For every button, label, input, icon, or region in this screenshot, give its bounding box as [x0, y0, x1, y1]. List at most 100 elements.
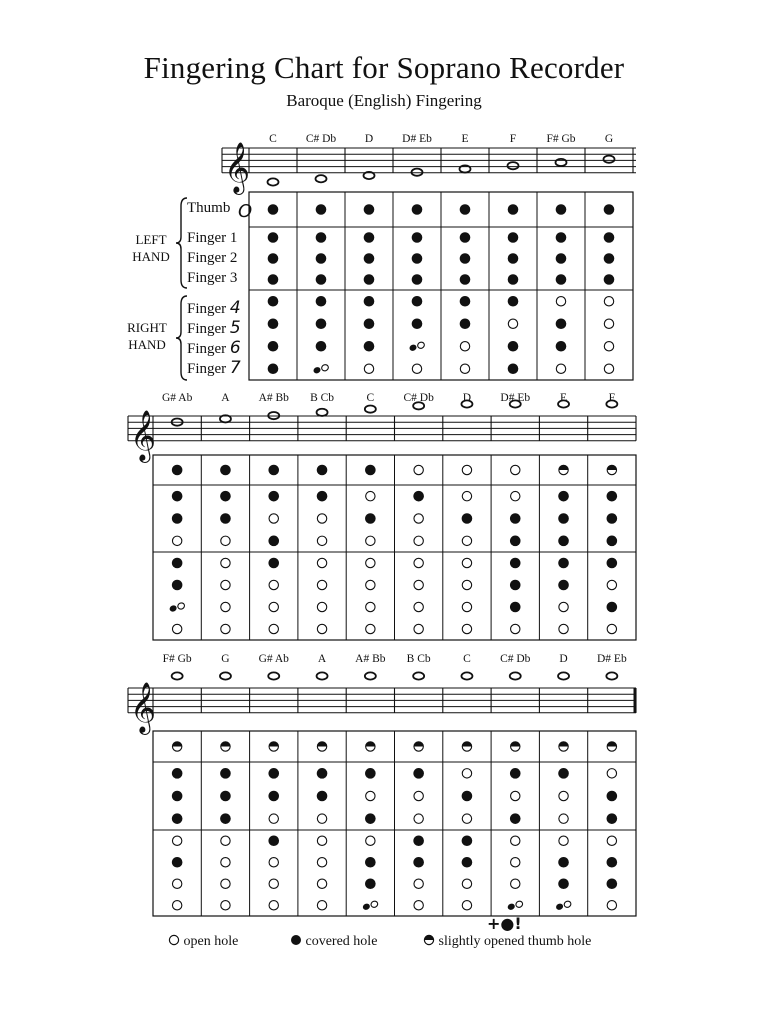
- hole-5-open: [461, 579, 473, 591]
- hole-1-covered: [268, 768, 280, 779]
- hole-2-covered: [315, 253, 327, 264]
- whole-note: [460, 671, 474, 681]
- hole-0-open: [413, 464, 424, 476]
- hole-0-covered: [507, 204, 519, 215]
- staff: 𝄞: [221, 142, 636, 195]
- hole-7-open: [411, 363, 423, 374]
- hole-6-open: [268, 601, 279, 613]
- hole-5-open: [316, 856, 328, 868]
- whole-note: [508, 671, 522, 681]
- hole-6-open: [509, 878, 521, 889]
- whole-note: [602, 154, 616, 164]
- whole-note: [219, 414, 232, 424]
- hole-4-covered: [411, 295, 423, 307]
- note-name-label: D: [463, 392, 471, 404]
- hole-1-covered: [558, 768, 569, 779]
- fingering-column: [413, 464, 424, 635]
- hole-1-covered: [268, 490, 280, 502]
- hole-5-open: [268, 856, 279, 868]
- hole-4-covered: [267, 295, 279, 307]
- hole-0-half: [606, 741, 618, 752]
- hole-3-open: [365, 535, 376, 547]
- whole-note: [363, 671, 377, 681]
- hole-5-open: [603, 318, 615, 329]
- hole-7-open: [558, 623, 569, 635]
- hole-2-covered: [171, 790, 183, 802]
- hole-1-covered: [316, 490, 328, 502]
- fingering-column: [363, 204, 375, 374]
- hole-3-covered: [603, 274, 615, 285]
- hole-1-open: [509, 490, 521, 502]
- hole-6-open: [220, 601, 231, 613]
- hole-0-covered: [603, 204, 615, 215]
- hole-3-covered: [365, 813, 376, 824]
- whole-note: [266, 177, 280, 187]
- hole-7-open: [509, 623, 521, 635]
- whole-note: [267, 671, 281, 681]
- hole-0-half: [413, 741, 424, 752]
- hole-1-covered: [220, 768, 231, 779]
- hole-6-open: [461, 601, 473, 613]
- fingering-column: [507, 741, 524, 910]
- hole-4-covered: [363, 295, 375, 307]
- hole-5-open: [316, 579, 328, 591]
- hole-4-open: [603, 295, 615, 307]
- half-hole-icon: [423, 934, 435, 946]
- hole-2-covered: [461, 513, 473, 524]
- hole-4-covered: [268, 835, 280, 847]
- hand-braces: O: [175, 197, 252, 381]
- hole-1-covered: [459, 232, 471, 243]
- hole-3-open: [461, 813, 473, 824]
- note-name-label: F: [609, 392, 615, 404]
- hole-4-covered: [315, 295, 327, 307]
- note-name-label: C: [463, 653, 471, 665]
- hole-1-open: [606, 768, 618, 779]
- hole-3-covered: [606, 535, 618, 547]
- hole-0-covered: [411, 204, 423, 215]
- hole-0-half: [606, 464, 618, 476]
- note-name-label: C: [367, 392, 375, 404]
- hole-3-covered: [363, 274, 375, 285]
- hole-7-double-hole: [507, 900, 524, 910]
- hole-0-covered: [459, 204, 471, 215]
- fingering-column: [558, 464, 569, 635]
- hole-2-covered: [507, 253, 519, 264]
- hole-4-covered: [413, 835, 424, 847]
- hole-7-open: [220, 623, 231, 635]
- page-subtitle: Baroque (English) Fingering: [286, 91, 482, 110]
- hole-0-half: [509, 741, 521, 752]
- hole-6-open: [558, 601, 569, 613]
- hole-3-covered: [171, 813, 183, 824]
- hole-3-open: [268, 813, 279, 824]
- hole-7-open: [413, 899, 424, 911]
- covered-hole-icon: [291, 935, 301, 945]
- whole-note: [605, 399, 619, 409]
- hole-1-covered: [171, 768, 183, 779]
- whole-note: [315, 407, 329, 417]
- hole-0-half: [268, 741, 279, 752]
- hole-7-open: [171, 899, 183, 911]
- fingering-column: [556, 741, 572, 910]
- hole-0-open: [461, 464, 473, 476]
- handwritten-annotation: +●!: [487, 914, 522, 933]
- hole-6-covered: [363, 340, 375, 352]
- staff: 𝄞: [127, 399, 637, 463]
- hole-6-open: [316, 878, 328, 889]
- hole-5-open: [606, 579, 618, 591]
- hole-5-covered: [171, 856, 183, 868]
- note-name-label: G: [221, 653, 229, 665]
- hole-5-covered: [363, 318, 375, 330]
- fingering-column: [171, 741, 183, 911]
- hole-2-covered: [220, 790, 231, 802]
- hole-5-open: [268, 579, 279, 591]
- note-name-label: A# Bb: [355, 653, 386, 665]
- hole-6-open: [268, 878, 279, 889]
- fingering-column: [169, 464, 186, 635]
- hole-7-open: [365, 623, 376, 635]
- hole-7-open: [461, 623, 473, 635]
- hole-0-covered: [267, 204, 279, 215]
- whole-note: [363, 404, 377, 414]
- fingering-column: [461, 741, 473, 911]
- whole-note: [314, 174, 328, 184]
